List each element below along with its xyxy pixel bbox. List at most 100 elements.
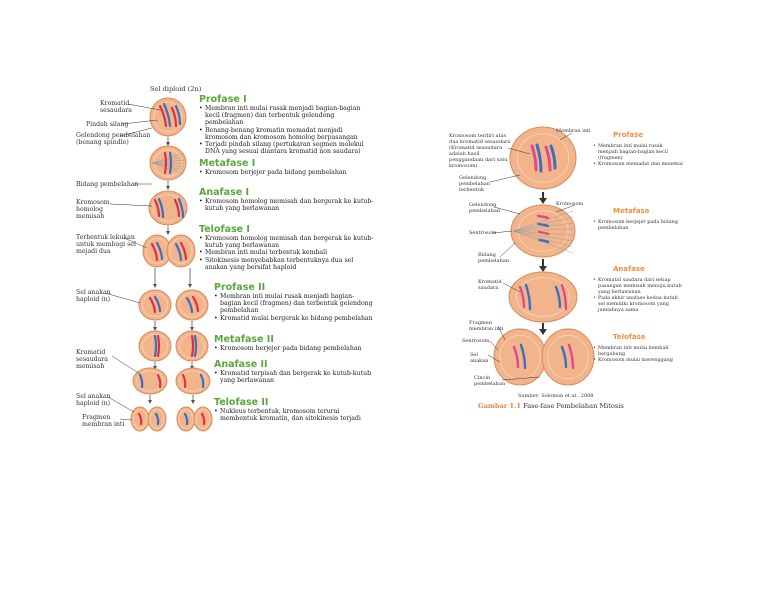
division-plane-label: Bidang pembelahan xyxy=(76,181,139,188)
phase-bullet: Pada akhir anafase kedua kutub sel memil… xyxy=(593,295,685,313)
mitosis-spindle-fiber xyxy=(512,222,574,232)
phase-title: Anafase xyxy=(613,265,645,273)
leader-line xyxy=(507,147,531,155)
cell-inner-ring xyxy=(169,238,193,264)
spindle-fiber xyxy=(151,156,185,164)
chromosome xyxy=(162,102,172,128)
chromosome xyxy=(153,295,162,313)
leader-line xyxy=(123,237,148,249)
phase-profase-1: Profase I Membran inti mulai rusak menja… xyxy=(199,94,374,155)
leader-line xyxy=(501,376,541,381)
cell-telofase-1-right xyxy=(166,234,196,268)
chromosome xyxy=(137,412,143,426)
spindle-formed-label: Gelendong pembelahan terbentuk xyxy=(459,175,491,193)
spindle-fiber xyxy=(151,162,185,175)
chromosome xyxy=(560,283,568,311)
phase-bullet: Kromatid saudara dari setiap pasangan me… xyxy=(593,277,685,295)
leader-line xyxy=(109,203,153,207)
leader-line xyxy=(502,282,521,293)
phase-metafase-2: Metafase II Kromosom berjejer pada bidan… xyxy=(214,334,374,352)
chromosome xyxy=(537,222,550,228)
phase-bullet: Benang-benang kromatin memadat menjadi k… xyxy=(199,127,374,141)
chromosome xyxy=(181,373,187,389)
phase-title: Metafase II xyxy=(214,334,274,345)
phase-bullet: Sitokinesis menyebabkan terbentuknya dua… xyxy=(199,257,374,271)
phase-title: Telofase I xyxy=(199,224,250,235)
leader-line xyxy=(119,127,153,137)
phase-title: Telofase xyxy=(613,333,646,341)
chromosome xyxy=(544,145,552,172)
phase-title: Anafase II xyxy=(214,359,268,370)
figure-caption: Gambar 1.1 Fase-fase Pembelahan Mitosis xyxy=(478,402,624,410)
cell-inner-ring xyxy=(179,333,205,359)
chromosome xyxy=(174,104,182,126)
chromosome xyxy=(536,214,550,220)
source-credit: Sumber: Solomon et al., 2008 xyxy=(518,393,594,399)
daughter-cell-label-1: Sel anakan haploid (n) xyxy=(76,289,111,303)
chromosome xyxy=(173,198,181,218)
phase-bullet: Kromosom berjejer pada bidang pembelahan xyxy=(214,345,374,352)
phase-bullet: Kromosom berjejer pada bidang pembelahan xyxy=(199,169,374,176)
mitosis-cell-anafase xyxy=(508,271,578,323)
chromosome xyxy=(156,334,161,358)
leader-line xyxy=(104,292,141,304)
cell-inner-ring xyxy=(149,409,165,429)
cell-inner-ring xyxy=(153,101,183,133)
leader-line xyxy=(119,418,133,421)
phase-bullet: Kromosom homolog memisah dan bergerak ke… xyxy=(199,235,374,249)
arrow-head xyxy=(190,327,194,331)
phase-bullet: Nukleus terbentuk, kromosom terurai memb… xyxy=(214,408,374,422)
chromosome xyxy=(148,296,157,314)
arrow-head xyxy=(166,186,170,190)
leader-line xyxy=(559,132,573,141)
figure-number: Gambar 1.1 xyxy=(478,402,522,410)
phase-bullet: Kromosom mulai merenggang xyxy=(593,357,683,363)
cell-anafase-2-right xyxy=(175,367,211,395)
chromosome xyxy=(193,334,198,358)
chromosome xyxy=(519,343,527,370)
phase-telofase-2: Telofase II Nukleus terbentuk, kromosom … xyxy=(214,397,374,422)
chromosome xyxy=(538,238,550,244)
cell-inner-ring xyxy=(142,292,168,318)
chromosome xyxy=(199,373,205,389)
phase-bullet: Membran inti mulai rusak menjadi bagian-… xyxy=(214,293,374,315)
leader-line xyxy=(497,325,506,341)
phase-anafase: Anafase Kromatid saudara dari setiap pas… xyxy=(593,265,685,313)
chromosome xyxy=(537,230,550,236)
centrosome-label-2: Sentrosom xyxy=(462,338,490,344)
spindle-label: Gelendong pembelahan xyxy=(469,202,501,214)
leader-line xyxy=(487,354,501,363)
phase-bullet: Membran inti mulai kembali bergabung xyxy=(593,345,683,357)
cell-profase-2-right xyxy=(175,289,209,321)
chromosome xyxy=(524,283,532,311)
phase-profase-2: Profase II Membran inti mulai rusak menj… xyxy=(214,282,374,322)
phase-metafase: Metafase Kromosom berjejer pada bidang p… xyxy=(593,207,683,231)
spindle-fiber xyxy=(151,162,185,171)
chromosome xyxy=(200,412,206,426)
mitosis-spindle-fiber xyxy=(512,230,574,254)
phase-telofase-1: Telofase I Kromosom homolog memisah dan … xyxy=(199,224,374,271)
phase-bullet: Kromosom memadat dan menebal xyxy=(593,161,683,167)
homolog-separate-label: Kromosom homolog memisah xyxy=(76,199,110,220)
chromosome-label: Kromosom xyxy=(556,201,584,207)
crossing-over-label: Pindah silang xyxy=(86,121,129,128)
mitosis-arrow-head xyxy=(539,266,547,272)
daughter-cell-label-2: Sel anakan haploid (n) xyxy=(76,393,111,407)
arrow-head xyxy=(166,231,170,235)
spindle-label: Gelendong pembelahan (benang spindle) xyxy=(76,132,151,146)
spindle-fiber xyxy=(151,152,185,164)
arrow-head xyxy=(166,142,170,146)
chromosome xyxy=(177,197,185,219)
chromosome xyxy=(179,241,188,261)
centrosome-label-1: Sentrosom xyxy=(469,230,497,236)
membrane-fragment-label: Fragmen membran inti xyxy=(469,320,504,332)
chromatid-separate-label: Kromatid sesaudara memisah xyxy=(76,349,108,370)
phase-title: Profase xyxy=(613,131,644,139)
chromosome xyxy=(512,345,520,369)
phase-title: Profase I xyxy=(199,94,247,105)
phase-title: Anafase I xyxy=(199,187,250,198)
figure-caption-text: Fase-fase Pembelahan Mitosis xyxy=(521,402,624,410)
chromosome xyxy=(185,296,194,314)
phase-bullet: Kromosom berjejer pada bidang pembelahan xyxy=(593,219,683,231)
